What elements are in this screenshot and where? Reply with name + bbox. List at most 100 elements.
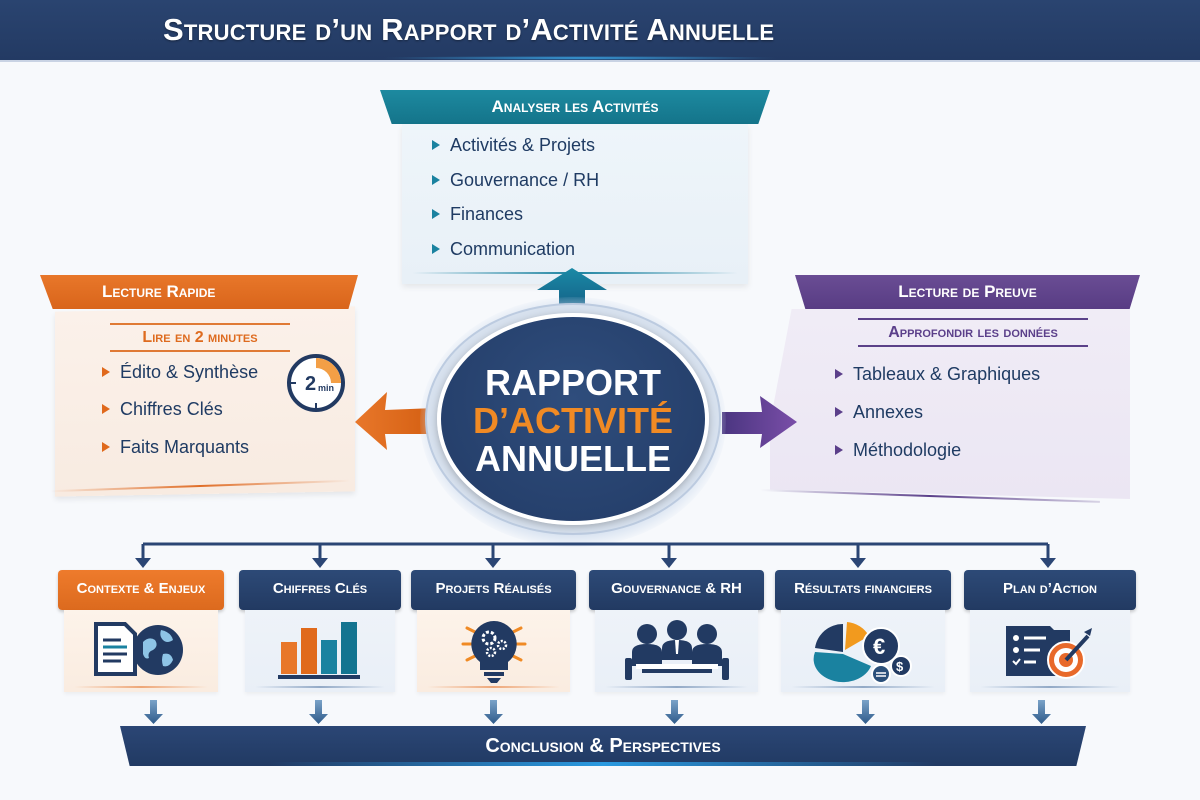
bullet-triangle-icon	[835, 445, 843, 455]
bullet-triangle-icon	[835, 407, 843, 417]
connector-arrowhead	[1040, 558, 1056, 568]
bullet-triangle-icon	[432, 174, 440, 185]
list-item: Communication	[432, 232, 599, 267]
arrow-down-icon	[484, 700, 503, 724]
arrow-down-icon	[1032, 700, 1051, 724]
left-panel-lecture-rapide: Lecture Rapide Lire en 2 minutes Édito &…	[40, 275, 360, 505]
list-item: Faits Marquants	[102, 428, 258, 466]
list-item-label: Édito & Synthèse	[120, 362, 259, 383]
bar-chart-icon	[278, 622, 360, 679]
arrow-right-icon	[722, 396, 797, 448]
right-panel-body	[770, 309, 1130, 499]
center-title: RAPPORT D’ACTIVITÉ ANNUELLE	[437, 364, 709, 478]
list-item-label: Annexes	[853, 402, 924, 422]
list-item: Annexes	[835, 393, 1040, 431]
center-title-line3: ANNUELLE	[475, 438, 671, 479]
right-panel-subtitle: Approfondir les données	[858, 318, 1088, 347]
card-header: Résultats financiers	[775, 570, 951, 610]
left-panel-subtitle: Lire en 2 minutes	[110, 323, 290, 352]
list-item: Chiffres Clés	[102, 390, 258, 428]
card-body	[595, 610, 758, 692]
arrow-left-icon	[355, 392, 435, 450]
pie-euro-icon: € $	[813, 622, 912, 684]
stopwatch-unit: min	[318, 383, 334, 393]
footer-banner: Conclusion & Perspectives	[120, 726, 1086, 766]
list-item-label: Chiffres Clés	[120, 398, 223, 419]
list-item-label: Tableaux & Graphiques	[853, 364, 1041, 384]
card-header: Projets Réalisés	[411, 570, 576, 610]
top-panel-body	[402, 124, 748, 284]
team-meeting-icon	[624, 620, 729, 680]
center-title-line1: RAPPORT	[484, 362, 661, 403]
page-title: Structure d’un Rapport d’Activité Annuel…	[163, 12, 775, 47]
arrow-up-icon	[537, 268, 607, 310]
card-header: Plan d’Action	[964, 570, 1136, 610]
list-item: Tableaux & Graphiques	[835, 355, 1040, 393]
svg-text:$: $	[896, 659, 904, 674]
stopwatch-icon: 2 min	[287, 354, 345, 412]
card-body	[970, 610, 1130, 692]
down-arrows	[144, 700, 1051, 724]
list-item-label: Activités & Projets	[450, 135, 596, 156]
right-panel-lecture-preuve: Lecture de Preuve Approfondir les donnée…	[770, 275, 1140, 510]
connector-arrowhead	[485, 558, 501, 568]
arrow-down-icon	[144, 700, 163, 724]
list-item: Activités & Projets	[432, 128, 599, 163]
center-title-line2: D’ACTIVITÉ	[472, 400, 673, 441]
list-item-label: Gouvernance / RH	[450, 169, 600, 190]
list-item: Édito & Synthèse	[102, 355, 258, 390]
header-bar: Structure d’un Rapport d’Activité Annuel…	[0, 0, 1200, 62]
top-panel-title: Analyser les Activités	[491, 97, 659, 116]
left-panel-list: Édito & Synthèse Chiffres Clés Faits Mar…	[102, 355, 258, 466]
list-item: Finances	[432, 197, 599, 232]
arrow-down-icon	[856, 700, 875, 724]
card-header: Gouvernance & RH	[589, 570, 764, 610]
card-resultats-financiers: Résultats financiers € $	[775, 570, 951, 692]
card-projets-realises: Projets Réalisés	[411, 570, 576, 692]
left-panel-title: Lecture Rapide	[102, 282, 216, 301]
card-body	[64, 610, 218, 692]
bullet-triangle-icon	[102, 403, 110, 414]
bullet-triangle-icon	[835, 369, 843, 379]
svg-text:€: €	[873, 634, 885, 659]
connector-arrowhead	[135, 558, 151, 568]
footer-label: Conclusion & Perspectives	[485, 735, 721, 757]
list-item: Méthodologie	[835, 431, 1040, 469]
lightbulb-gears-icon	[461, 621, 526, 683]
list-item: Gouvernance / RH	[432, 163, 599, 198]
bullet-triangle-icon	[432, 243, 440, 254]
card-body: € $	[781, 610, 945, 692]
top-panel-list: Activités & Projets Gouvernance / RH Fin…	[432, 128, 599, 266]
left-panel-banner: Lecture Rapide	[40, 275, 358, 309]
connector-arrowhead	[661, 558, 677, 568]
bullet-triangle-icon	[102, 441, 110, 452]
right-panel-title: Lecture de Preuve	[898, 282, 1037, 301]
center-hub	[437, 313, 709, 525]
top-panel-banner: Analyser les Activités	[380, 90, 770, 124]
connector-arrowhead	[850, 558, 866, 568]
card-header: Chiffres Clés	[239, 570, 401, 610]
card-header: Contexte & Enjeux	[58, 570, 224, 610]
list-item-label: Faits Marquants	[120, 436, 250, 457]
bullet-triangle-icon	[432, 140, 440, 151]
list-item-label: Finances	[450, 204, 524, 225]
document-globe-icon	[94, 622, 183, 676]
top-panel-analyser: Analyser les Activités Activités & Proje…	[380, 90, 770, 285]
card-contexte-enjeux: Contexte & Enjeux	[58, 570, 224, 692]
card-gouvernance-rh: Gouvernance & RH	[589, 570, 764, 692]
card-chiffres-cles: Chiffres Clés	[239, 570, 401, 692]
connector-arrowhead	[312, 558, 328, 568]
stopwatch-value: 2	[305, 373, 316, 395]
bullet-triangle-icon	[102, 367, 110, 378]
card-plan-action: Plan d’Action	[964, 570, 1136, 692]
card-body	[245, 610, 395, 692]
card-body	[417, 610, 570, 692]
arrow-down-icon	[665, 700, 684, 724]
connector-tree	[135, 542, 1056, 568]
checklist-target-icon	[1006, 626, 1092, 679]
arrow-down-icon	[309, 700, 328, 724]
bullet-triangle-icon	[432, 209, 440, 220]
list-item-label: Communication	[450, 238, 576, 259]
right-panel-list: Tableaux & Graphiques Annexes Méthodolog…	[835, 355, 1040, 469]
right-panel-banner: Lecture de Preuve	[795, 275, 1140, 309]
